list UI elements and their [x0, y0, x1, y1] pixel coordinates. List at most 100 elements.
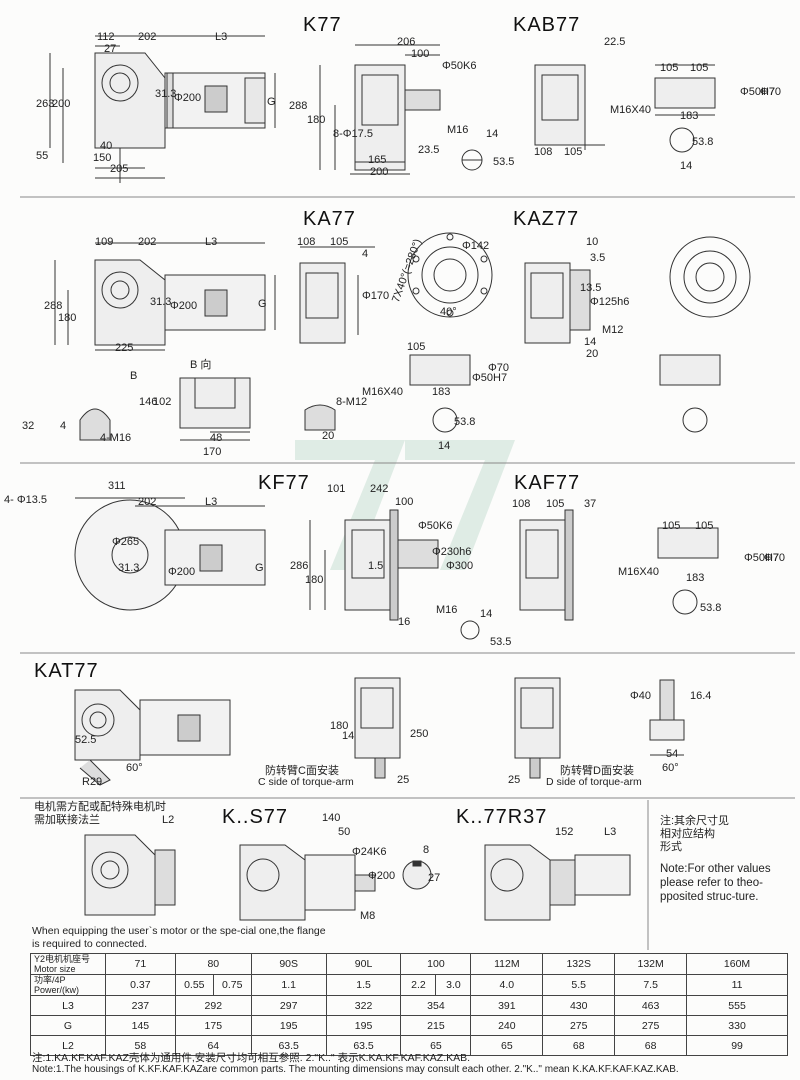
kaz-dim-3-5: 3.5 [590, 252, 606, 264]
kaf77-drawing [519, 509, 719, 621]
ks77-drawing [239, 844, 376, 921]
ka-dim-146: 146 [139, 396, 158, 408]
cell: 112M [470, 953, 544, 975]
kf-dim-311: 311 [108, 480, 126, 492]
dim-53-8: 53.8 [692, 136, 714, 148]
cell: 322 [325, 995, 402, 1016]
kaz-dim-phi125h6: Φ125h6 [590, 296, 630, 308]
kf-dim-1-5: 1.5 [368, 560, 384, 572]
dim-150: 150 [93, 152, 112, 164]
header-motor-size: Y2电机机座号 Motor size [30, 953, 106, 975]
kf-dim-phi300: Φ300 [446, 560, 474, 572]
ka-dim-180: 180 [58, 312, 77, 324]
kaf-dim-105-b: 105 [662, 520, 681, 532]
cell: 2.2 [400, 974, 437, 996]
kf-dim-phi265: Φ265 [112, 536, 140, 548]
cell: 7.5 [614, 974, 688, 996]
ka-dim-8-m12: 8-M12 [336, 396, 368, 408]
ka-dim-102: 102 [153, 396, 172, 408]
dim-m16x40: M16X40 [610, 104, 651, 116]
ks77-shaft-section [402, 860, 432, 890]
cell: 237 [104, 995, 176, 1016]
cell: 99 [686, 1035, 788, 1056]
ka-dim-32: 32 [22, 420, 35, 432]
kf-dim-m16: M16 [436, 604, 458, 616]
dim-phi50h7: Φ50H7 [740, 86, 776, 98]
kf-dim-53-5: 53.5 [490, 636, 512, 648]
cell: 68 [614, 1035, 688, 1056]
cell: 71 [104, 953, 176, 975]
cell: 275 [614, 1015, 688, 1036]
dim-53-5: 53.5 [493, 156, 515, 168]
cell: 297 [250, 995, 327, 1016]
dim-23-5: 23.5 [418, 144, 440, 156]
dim-m16: M16 [447, 124, 469, 136]
dim-100: 100 [411, 48, 430, 60]
cell: 292 [174, 995, 252, 1016]
cell: 90S [250, 953, 327, 975]
dim-202: 202 [138, 31, 157, 43]
dim-14: 14 [486, 128, 499, 140]
ka-dim-31-3: 31.3 [150, 296, 172, 308]
kat-dim-r29: R29 [82, 776, 103, 788]
c-side-label-cn: 防转臂C面安装 [265, 765, 339, 777]
dim-105-b: 105 [660, 62, 679, 74]
kf-dim-242: 242 [370, 483, 389, 495]
kat-dim-60-b: 60° [662, 762, 679, 774]
cell: 100 [400, 953, 472, 975]
cell: 0.75 [212, 974, 252, 996]
dim-31-3: 31.3 [155, 88, 177, 100]
cell: 0.37 [104, 974, 176, 996]
ks-dim-27: 27 [428, 872, 441, 884]
ks-dim-140: 140 [322, 812, 341, 824]
kf-dim-g: G [255, 562, 264, 574]
kaf-dim-53-8: 53.8 [700, 602, 722, 614]
row-power: 功率/4P Power/(kw) 0.37 0.55 0.75 1.1 1.5 … [30, 974, 788, 996]
ka-dim-l3: L3 [205, 236, 218, 248]
cell: 145 [104, 1015, 176, 1036]
ka-shaft-dim-phi70: Φ70 [488, 362, 510, 374]
ks77-title: K..S77 [222, 806, 289, 828]
ks-dim-50: 50 [338, 826, 351, 838]
ka77-front-drawing [299, 246, 375, 344]
kat-dim-52-5: 52.5 [75, 734, 97, 746]
kr37-drawing [484, 844, 631, 921]
cell: 0.55 [174, 974, 214, 996]
ka-dim-202: 202 [138, 236, 157, 248]
c-side-label-en: C side of torque-arm [258, 776, 354, 788]
cell: 1.1 [250, 974, 327, 996]
ka-dim-phi170: Φ170 [362, 290, 390, 302]
cell: 11 [686, 974, 788, 996]
ka-dim-phi200: Φ200 [170, 300, 198, 312]
kat-dim-phi40: Φ40 [630, 690, 652, 702]
kaz-dim-13-5: 13.5 [580, 282, 602, 294]
dim-200-b: 200 [370, 166, 389, 178]
side-note-cn: 注:其余尺寸见 相对应结构 形式 [660, 815, 730, 853]
kf-dim-14: 14 [480, 608, 493, 620]
dim-8-phi17-5: 8-Φ17.5 [333, 128, 373, 140]
header-l3: L3 [30, 995, 106, 1016]
kaf-dim-m16x40: M16X40 [618, 566, 659, 578]
kat77-arm-detail [649, 679, 685, 756]
kaz77-title: KAZ77 [513, 208, 580, 230]
kf-dim-101: 101 [327, 483, 346, 495]
kf-dim-phi200: Φ200 [168, 566, 196, 578]
kat-dim-180: 180 [330, 720, 349, 732]
kf77-front-drawing [309, 509, 480, 640]
kat-dim-16-4: 16.4 [690, 690, 712, 702]
row-g: G 145 175 195 195 215 240 275 275 330 [30, 1015, 788, 1036]
cell: 463 [614, 995, 688, 1016]
ka-b-mark: B [130, 370, 138, 382]
ka-shaft-dim-14: 14 [438, 440, 451, 452]
ka-shaft-dim-m16x40: M16X40 [362, 386, 403, 398]
header-l2: L2 [30, 1035, 106, 1056]
header-power: 功率/4P Power/(kw) [30, 974, 106, 996]
ka-dim-105: 105 [330, 236, 349, 248]
kaz-dim-14: 14 [584, 336, 597, 348]
kf-dim-180: 180 [305, 574, 324, 586]
kat-dim-250: 250 [410, 728, 429, 740]
kaf-dim-105-c: 105 [695, 520, 714, 532]
ks-dim-phi200: Φ200 [368, 870, 396, 882]
ka-dim-40deg: 40° [440, 306, 457, 318]
